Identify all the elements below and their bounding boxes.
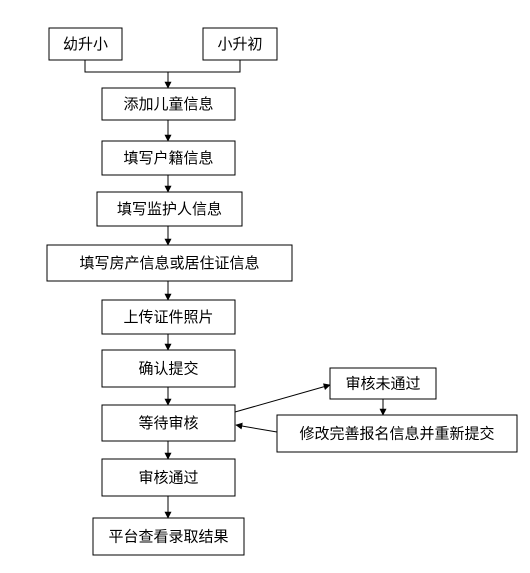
node-kindergarten-label: 幼升小 [63,35,108,53]
node-review-failed-label: 审核未通过 [345,375,420,393]
node-revise-resubmit-label: 修改完善报名信息并重新提交 [299,425,494,443]
node-fill-property: 填写房产信息或居住证信息 [46,244,293,282]
connector-kindergarten-merge [84,60,168,73]
node-fill-household: 填写户籍信息 [101,140,236,176]
node-revise-resubmit: 修改完善报名信息并重新提交 [276,414,518,453]
node-view-result: 平台查看录取结果 [92,517,245,556]
flow-connectors [84,60,387,519]
node-review-passed: 审核通过 [101,458,236,497]
node-upload-docs-label: 上传证件照片 [123,308,213,326]
node-await-review: 等待审核 [101,404,236,442]
node-await-review-label: 等待审核 [138,414,198,432]
node-kindergarten: 幼升小 [48,27,123,61]
arrow-to-review-failed [234,383,331,413]
node-primary: 小升初 [202,27,278,61]
node-add-child: 添加儿童信息 [101,87,236,121]
node-review-failed: 审核未通过 [329,367,437,400]
node-upload-docs: 上传证件照片 [101,299,236,335]
node-primary-label: 小升初 [217,35,262,53]
connector-primary-merge [168,60,241,73]
node-add-child-label: 添加儿童信息 [123,95,213,113]
node-fill-guardian-label: 填写监护人信息 [117,200,222,218]
node-confirm-submit: 确认提交 [101,349,236,388]
node-fill-household-label: 填写户籍信息 [123,149,213,167]
node-fill-guardian: 填写监护人信息 [96,191,243,227]
node-confirm-submit-label: 确认提交 [138,360,198,378]
node-review-passed-label: 审核通过 [138,469,198,487]
node-fill-property-label: 填写房产信息或居住证信息 [79,254,259,272]
node-view-result-label: 平台查看录取结果 [108,528,228,546]
arrow-back-to-await-review [235,422,278,433]
